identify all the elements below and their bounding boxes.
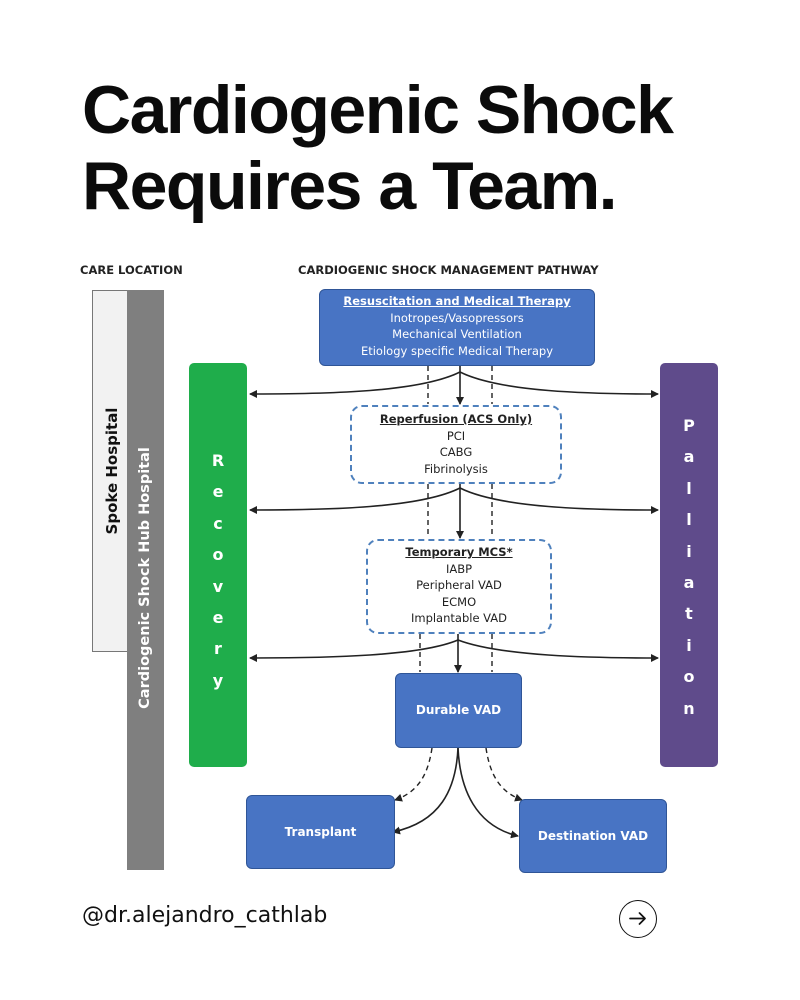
- arrow-transplant-solid: [392, 747, 459, 835]
- temporary-mcs-item: IABP: [445, 561, 473, 576]
- temporary-mcs-item: Implantable VAD: [410, 611, 508, 625]
- arrow-recovery-2: [249, 487, 461, 514]
- palliation-bar: [660, 363, 718, 767]
- arrow-right-circle-icon: [629, 912, 646, 925]
- destination-vad-label: Destination VAD: [537, 828, 649, 843]
- temporary-mcs-item: ECMO: [441, 594, 477, 609]
- reperfusion-title: Reperfusion (ACS Only): [379, 412, 533, 426]
- vertical-letter: e: [212, 607, 224, 627]
- author-handle: @dr.alejandro_cathlab: [82, 903, 328, 928]
- title-line-1: Cardiogenic Shock: [82, 72, 674, 148]
- arrow-recovery-3: [249, 639, 459, 662]
- reperfusion-item: CABG: [439, 445, 473, 459]
- durable-vad-box: Durable VAD: [395, 673, 522, 748]
- next-button[interactable]: [619, 900, 657, 938]
- vertical-letter: R: [211, 451, 225, 470]
- arrow-destination-dashed: [485, 747, 523, 802]
- vertical-letter: l: [686, 478, 692, 498]
- resuscitation-title: Resuscitation and Medical Therapy: [343, 294, 571, 308]
- vertical-letter: t: [685, 604, 693, 624]
- durable-vad-label: Durable VAD: [415, 703, 502, 718]
- vertical-letter: a: [683, 572, 695, 592]
- vertical-letter: i: [686, 541, 692, 561]
- vertical-letter: n: [683, 698, 695, 718]
- reperfusion-item: PCI: [446, 428, 466, 443]
- resuscitation-box: Resuscitation and Medical Therapy Inotro…: [319, 289, 595, 366]
- vertical-letter: a: [683, 447, 695, 467]
- arrow-palliation-2: [459, 487, 659, 514]
- resuscitation-item: Etiology specific Medical Therapy: [360, 343, 554, 358]
- temporary-mcs-box: Temporary MCS* IABP Peripheral VAD ECMO …: [366, 539, 552, 634]
- page-title: Cardiogenic Shock Requires a Team.: [82, 72, 762, 224]
- arrow-transplant-dashed: [394, 747, 433, 802]
- resuscitation-item: Mechanical Ventilation: [392, 327, 522, 341]
- vertical-letter: e: [212, 482, 224, 502]
- transplant-box: Transplant: [246, 795, 395, 869]
- vertical-letter: r: [214, 639, 222, 659]
- arrow-destination-solid: [457, 747, 519, 839]
- care-location-header: CARE LOCATION: [80, 263, 183, 277]
- reperfusion-item: Fibrinolysis: [424, 461, 488, 476]
- transplant-label: Transplant: [284, 824, 357, 839]
- vertical-letter: l: [686, 510, 692, 530]
- vertical-letter: c: [213, 513, 223, 533]
- vertical-letter: P: [683, 416, 695, 435]
- vertical-letter: o: [683, 667, 695, 687]
- resuscitation-item: Inotropes/Vasopressors: [390, 310, 524, 325]
- hub-hospital-bar: [127, 290, 164, 870]
- vertical-letter: y: [212, 670, 224, 690]
- arrow-palliation-3: [457, 639, 659, 662]
- recovery-bar: [189, 363, 247, 767]
- pathway-header: CARDIOGENIC SHOCK MANAGEMENT PATHWAY: [298, 263, 599, 277]
- destination-vad-box: Destination VAD: [519, 799, 667, 873]
- arrow-recovery-1: [249, 371, 461, 398]
- temporary-mcs-title: Temporary MCS*: [405, 545, 513, 559]
- arrow-palliation-1: [459, 371, 659, 398]
- temporary-mcs-item: Peripheral VAD: [416, 578, 502, 592]
- reperfusion-box: Reperfusion (ACS Only) PCI CABG Fibrinol…: [350, 405, 562, 484]
- vertical-letter: v: [212, 576, 224, 596]
- title-line-2: Requires a Team.: [82, 148, 618, 224]
- vertical-letter: i: [686, 635, 692, 655]
- vertical-letter: o: [212, 545, 224, 565]
